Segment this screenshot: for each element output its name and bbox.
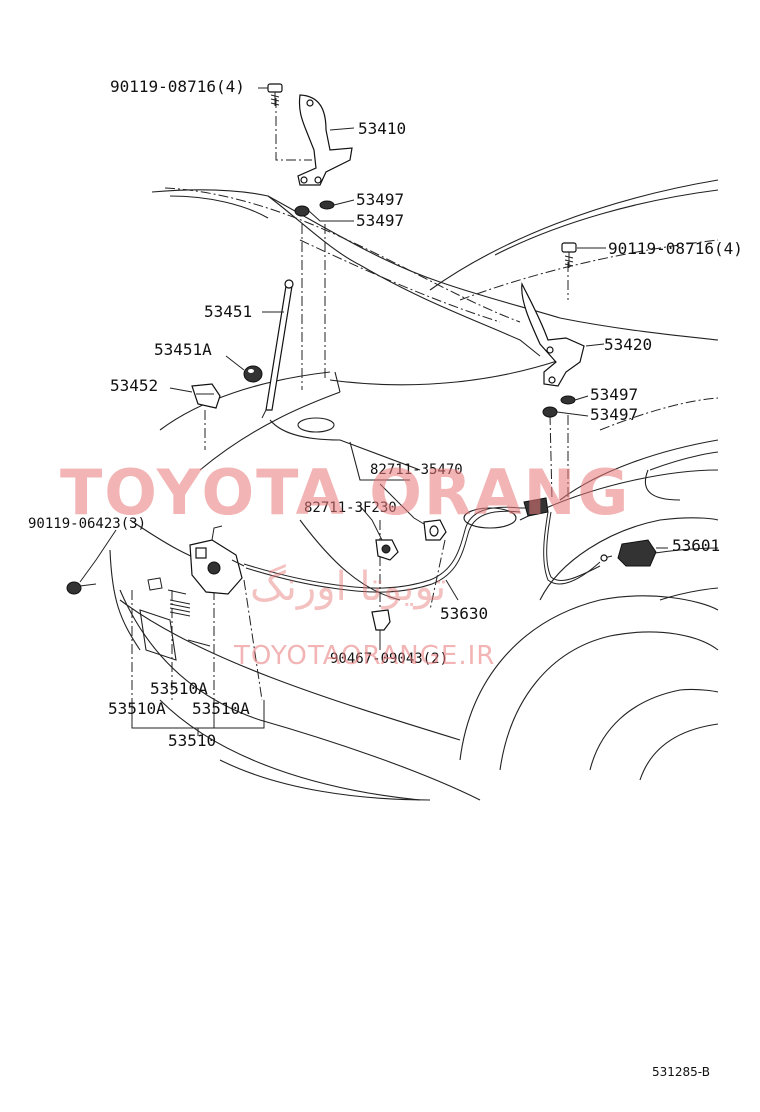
watermark-main: TOYOTA ORANG <box>60 456 630 529</box>
release-cable-icon <box>243 506 601 593</box>
clip-icon <box>371 609 391 638</box>
part-labels: 90119-08716(4) 53410 53497 53497 90119-0… <box>28 77 743 750</box>
label-hood-rod: 53451 <box>204 302 252 321</box>
clamp-b-icon <box>375 539 399 561</box>
rod-grommet-icon <box>243 365 263 383</box>
label-release-lever: 53601 <box>672 536 720 555</box>
clamp-icon <box>423 519 447 541</box>
label-lock-sub-b: 53510A <box>108 699 166 718</box>
watermark-sub: TOYOTAORANGE.IR <box>233 641 495 671</box>
label-lock-sub-a: 53510A <box>150 679 208 698</box>
lock-spring-icon <box>147 577 191 617</box>
hood-support-rod-icon <box>261 279 294 419</box>
hood-lock-icon <box>189 525 245 595</box>
label-clamp-b: 82711-3F230 <box>304 500 397 516</box>
label-cushion-r1: 53497 <box>590 385 638 404</box>
label-cushion-l1: 53497 <box>356 190 404 209</box>
car-body-drawing <box>109 179 719 801</box>
label-release-cable: 53630 <box>440 604 488 623</box>
hood-hinge-right-icon <box>521 281 585 387</box>
label-bolt-upper-right: 90119-08716(4) <box>608 239 743 258</box>
label-cushion-l2: 53497 <box>356 211 404 230</box>
cushion-right-icon <box>542 395 576 418</box>
rod-holder-icon <box>191 383 221 409</box>
bolt-upper-left-icon <box>267 83 283 106</box>
alignment-lines <box>131 98 569 701</box>
cushion-left-icon <box>294 200 335 217</box>
label-bolt-upper-left: 90119-08716(4) <box>110 77 245 96</box>
label-lock-sub-c: 53510A <box>192 699 250 718</box>
leader-lines <box>79 87 668 736</box>
label-rod-grommet: 53451A <box>154 340 212 359</box>
watermark: TOYOTA ORANG تویوتا اورنگ TOYOTAORANGE.I… <box>60 456 630 671</box>
release-lever-icon <box>600 539 657 567</box>
label-rod-holder: 53452 <box>110 376 158 395</box>
label-clamp-a: 82711-35470 <box>370 462 463 478</box>
label-hinge-left: 53410 <box>358 119 406 138</box>
bolt-lock-icon <box>66 581 97 595</box>
label-cushion-r2: 53497 <box>590 405 638 424</box>
label-lock-assy: 53510 <box>168 731 216 750</box>
label-clip: 90467-09043(2) <box>330 651 448 667</box>
watermark-arabic: تویوتا اورنگ <box>250 564 446 610</box>
reference-code: 531285-B <box>652 1065 710 1079</box>
bolt-upper-right-icon <box>561 242 577 268</box>
label-hinge-right: 53420 <box>604 335 652 354</box>
label-bolt-lock: 90119-06423(3) <box>28 516 146 532</box>
hood-hinge-left-icon <box>297 94 353 186</box>
